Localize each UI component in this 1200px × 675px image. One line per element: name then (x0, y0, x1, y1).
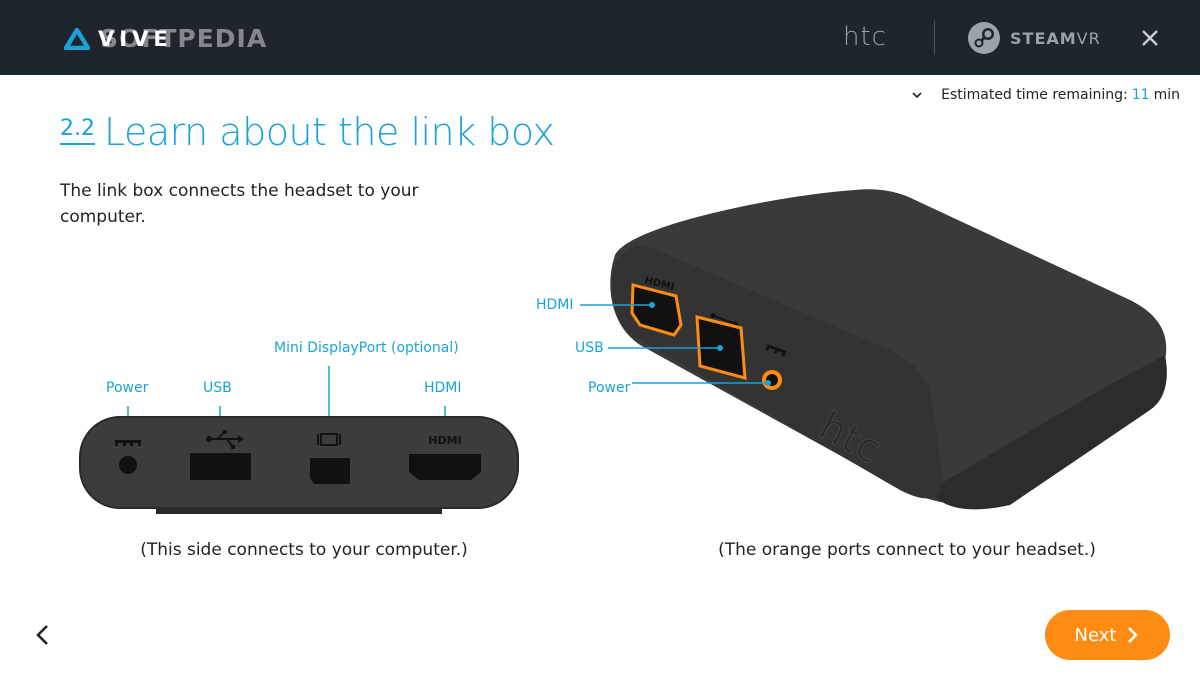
steam-label: STEAM (1010, 28, 1077, 48)
back-button[interactable] (28, 618, 58, 652)
link-box-front-diagram: HDMI (79, 366, 519, 514)
chevron-left-icon (36, 625, 48, 645)
hdmi-headset-port (630, 283, 683, 337)
link-box-top (610, 189, 1167, 506)
estimated-time: Estimated time remaining: 11 min (911, 87, 1180, 103)
chevron-right-icon (1128, 627, 1139, 643)
softpedia-watermark: SOFTPEDIA (100, 24, 268, 53)
next-button-label: Next (1074, 624, 1117, 646)
left-caption: (This side connects to your computer.) (140, 540, 468, 560)
usb-3d-symbol-icon (710, 313, 740, 327)
step-number: 2.2 (60, 116, 95, 145)
vive-logo: VIVE (64, 24, 173, 54)
vive-triangle-icon (64, 28, 90, 50)
vive-brand-text: VIVE (98, 27, 173, 51)
hdmi-port (409, 454, 481, 480)
left-label-usb: USB (203, 380, 232, 396)
right-caption: (The orange ports connect to your headse… (718, 540, 1096, 560)
next-button[interactable]: Next (1045, 610, 1170, 660)
link-box-3d-diagram: htc HDMI (580, 189, 1167, 510)
step-description: The link box connects the headset to you… (60, 181, 419, 227)
right-label-power: Power (588, 380, 631, 396)
htc-logo: htc (843, 22, 887, 52)
right-label-usb: USB (575, 340, 604, 356)
mini-displayport-symbol-icon (317, 433, 341, 446)
steamvr-logo: STEAMVR (967, 21, 1101, 55)
left-label-power: Power (106, 380, 149, 396)
link-box-body (79, 416, 519, 509)
usb-port (190, 453, 251, 480)
left-label-hdmi: HDMI (424, 380, 462, 396)
page-title: Learn about the link box (104, 110, 555, 154)
timer-value: 11 (1131, 87, 1150, 103)
left-label-mini-displayport: Mini DisplayPort (optional) (274, 340, 459, 356)
close-button[interactable] (1136, 24, 1164, 52)
timer-prefix: Estimated time remaining: (941, 87, 1128, 103)
header-divider (934, 20, 935, 55)
mini-displayport-port (310, 458, 350, 484)
power-3d-symbol-icon (765, 344, 787, 357)
usb-symbol-icon (206, 430, 244, 449)
top-bar: VIVE SOFTPEDIA htc STEAMVR (0, 0, 1200, 75)
hdmi-port-label: HDMI (428, 434, 461, 447)
close-icon (1142, 30, 1158, 46)
right-label-hdmi: HDMI (536, 297, 574, 313)
timer-unit: min (1153, 87, 1180, 103)
chevron-down-icon[interactable] (911, 89, 923, 101)
power-port (119, 456, 137, 474)
steam-vr-label: VR (1076, 28, 1101, 48)
steam-icon (968, 22, 1000, 54)
